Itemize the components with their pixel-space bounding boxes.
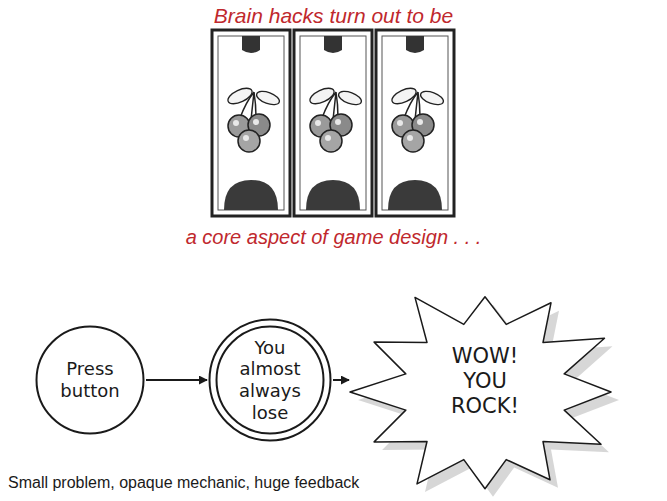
starburst-node: WOW! YOU ROCK! <box>350 282 667 501</box>
node-text: You almost always lose <box>233 337 307 423</box>
burst-outline <box>350 282 667 501</box>
arrow-connector <box>333 379 349 381</box>
arrow-connector <box>146 379 207 381</box>
subtitle-text: a core aspect of game design . . . <box>0 226 667 249</box>
node-text: WOW! YOU ROCK! <box>450 344 520 420</box>
node-text: Press button <box>49 358 131 401</box>
circle-node: Press button <box>35 325 145 435</box>
caption-text: Small problem, opaque mechanic, huge fee… <box>6 474 361 492</box>
double-circle-node: You almost always lose <box>208 318 332 442</box>
title-text: Brain hacks turn out to be <box>0 4 667 28</box>
